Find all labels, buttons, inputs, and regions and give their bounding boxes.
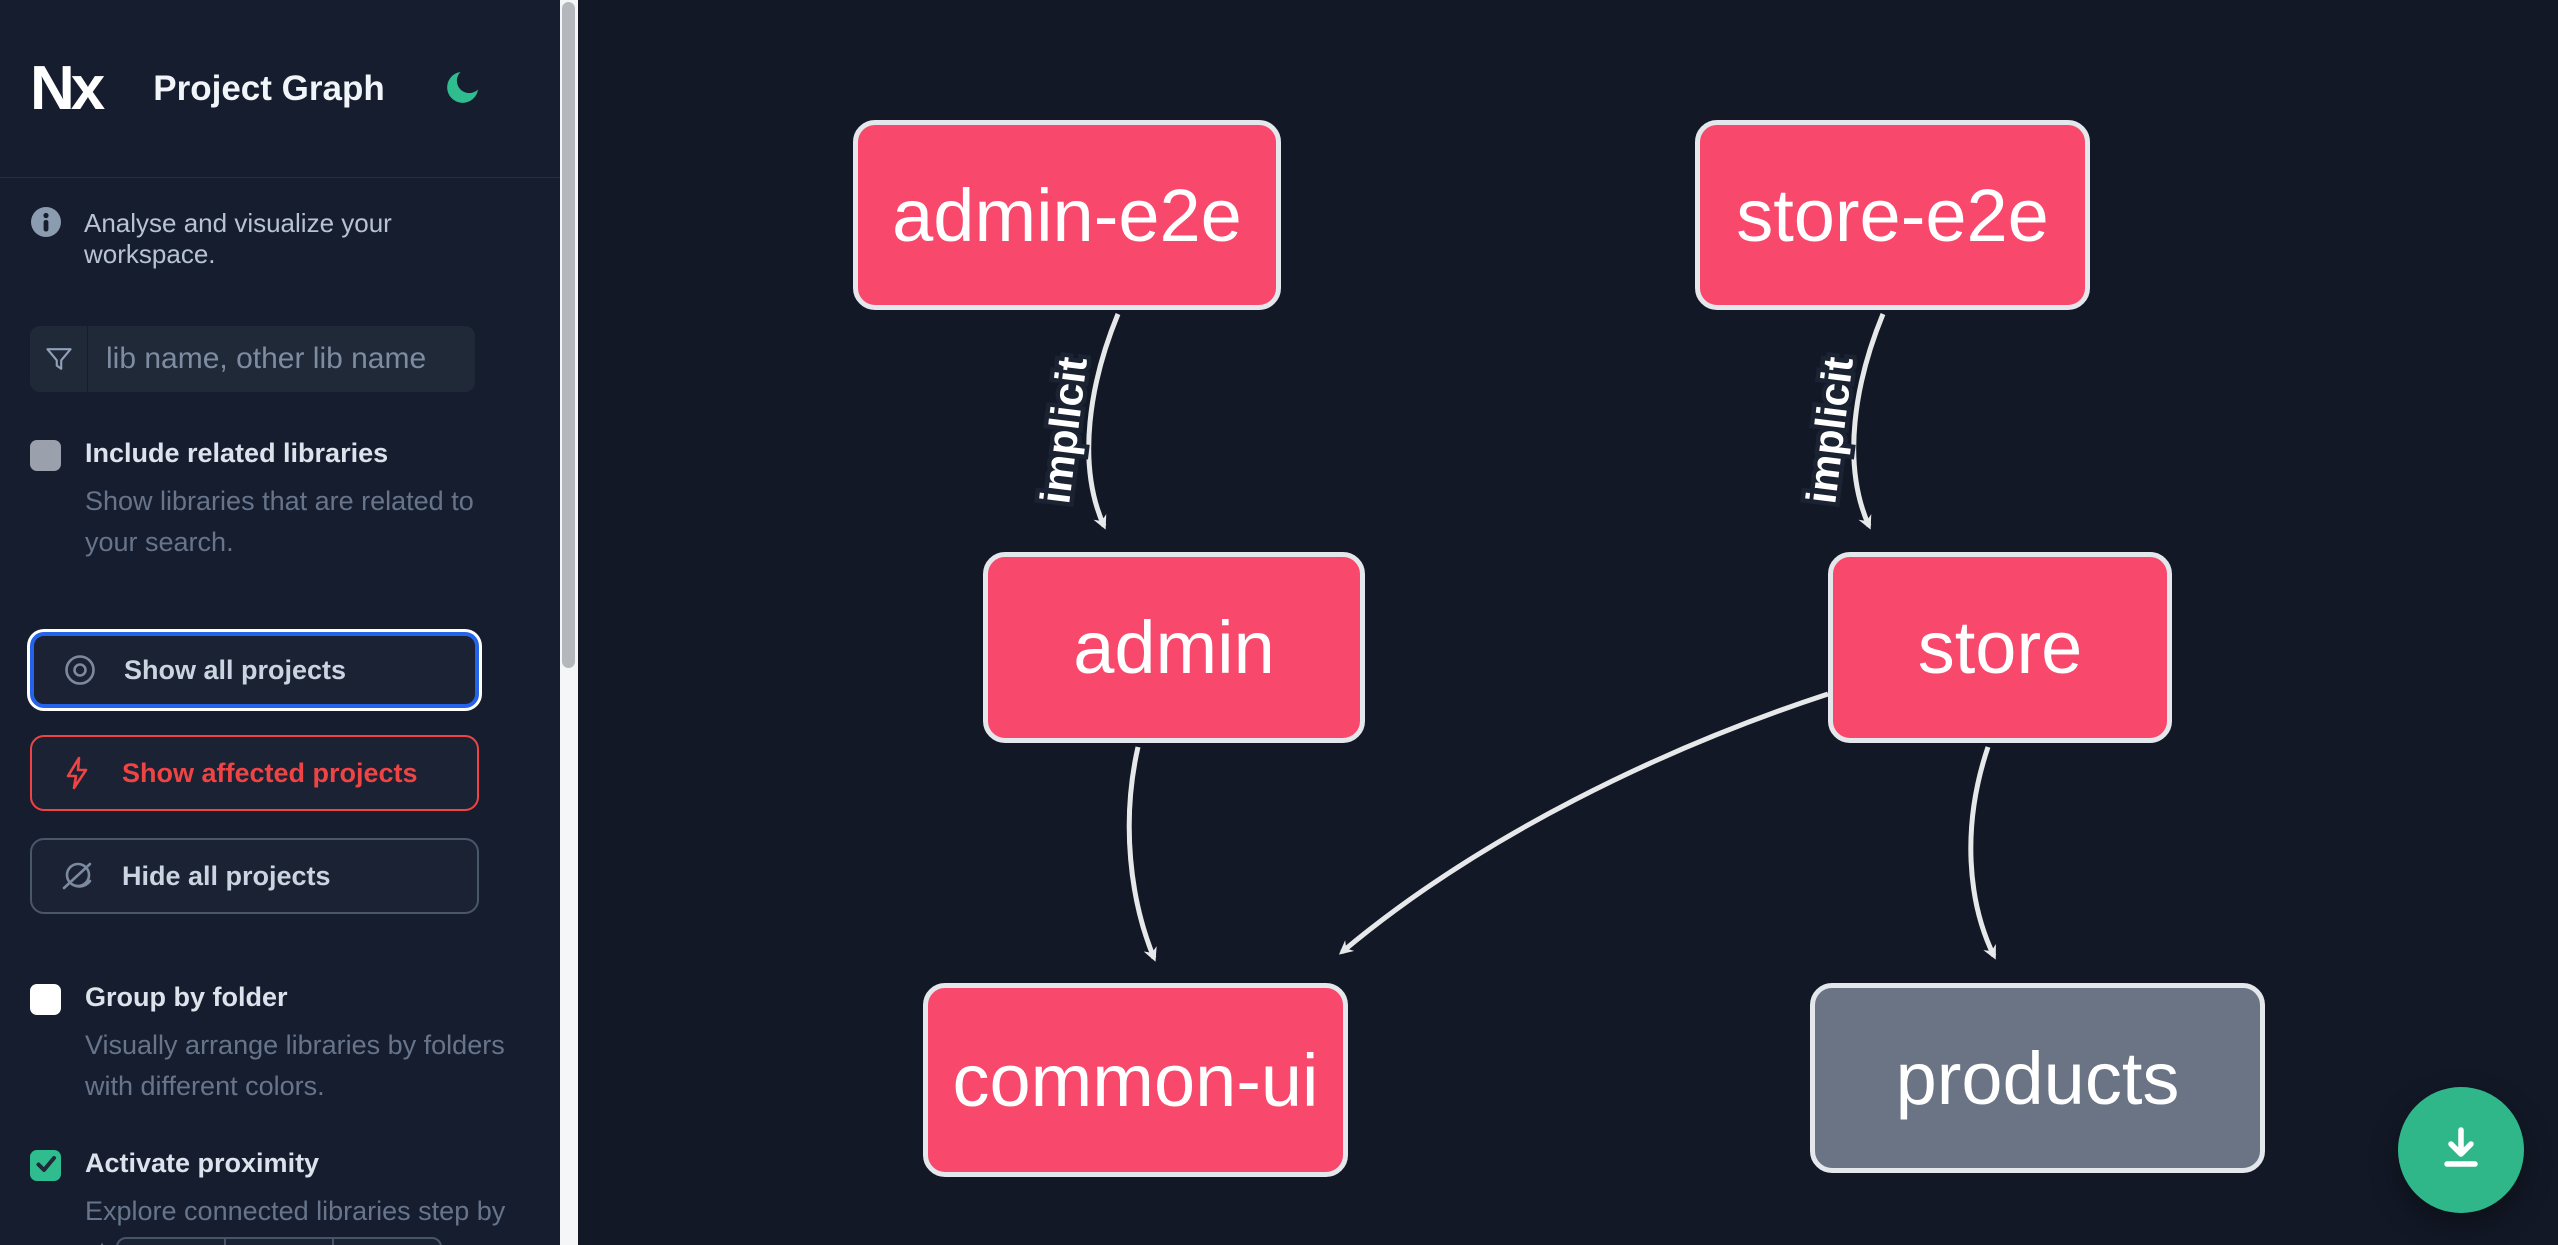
project-node-admin[interactable]: admin [983,552,1365,743]
show-all-projects-label: Show all projects [124,654,347,685]
node-label: admin-e2e [892,173,1242,257]
lightning-bolt-icon [60,755,96,791]
project-node-store-e2e[interactable]: store-e2e [1695,120,2090,310]
sidebar-scrollbar-thumb[interactable] [562,2,575,668]
graph-canvas[interactable]: implicit implicit admin-e2e store-e2e ad… [578,0,2558,1245]
project-actions: Show all projects Show affected projects [0,632,560,915]
edge-label-implicit: implicit [1031,354,1096,506]
project-node-products[interactable]: products [1810,983,2265,1173]
hide-all-projects-label: Hide all projects [122,860,331,891]
edge-admin-e2e-to-admin [1086,313,1121,530]
filter-funnel-icon [30,326,88,392]
group-by-folder-description: Visually arrange libraries by folders wi… [85,1030,505,1101]
nx-logo: Nx [30,53,105,123]
show-affected-projects-button[interactable]: Show affected projects [30,735,479,812]
node-label: common-ui [952,1038,1319,1122]
dependency-edges: implicit implicit [1027,313,1997,962]
checkmark-icon [34,1152,58,1179]
group-by-folder-checkbox[interactable] [30,984,61,1016]
group-by-folder-option: Group by folder Visually arrange librari… [0,980,560,1106]
hide-all-projects-button[interactable]: Hide all projects [30,838,479,915]
edge-store-to-common-ui [1338,691,1829,955]
stepper-segment[interactable] [332,1239,440,1245]
info-icon [30,206,62,243]
search-input[interactable] [88,326,475,392]
show-all-projects-button[interactable]: Show all projects [30,632,479,709]
sidebar-header: Nx Project Graph [0,0,560,178]
include-related-label: Include related libraries [85,438,389,468]
sidebar-scrollbar-track [560,0,578,1245]
download-icon [2432,1120,2490,1181]
activate-proximity-checkbox[interactable] [30,1150,61,1182]
activate-proximity-description: Explore connected libraries step by step… [85,1196,506,1245]
stepper-segment[interactable] [224,1239,332,1245]
project-node-store[interactable]: store [1828,552,2172,743]
show-affected-projects-label: Show affected projects [122,757,418,788]
eye-off-icon [60,858,96,894]
page-title: Project Graph [153,68,385,108]
workspace-tagline-row: Analyse and visualize your workspace. [0,178,560,270]
node-label: store [1917,606,2083,689]
activate-proximity-label: Activate proximity [85,1148,320,1179]
eye-icon [62,652,98,688]
theme-toggle-button[interactable] [443,67,483,110]
proximity-depth-stepper[interactable] [116,1237,442,1245]
activate-proximity-option: Activate proximity Explore connected lib… [0,1146,560,1245]
include-related-description: Show libraries that are related to your … [85,486,474,557]
edge-store-to-products [1968,746,1997,960]
group-by-folder-label: Group by folder [85,982,288,1013]
include-related-option: Include related libraries Show libraries… [0,436,560,562]
edge-store-e2e-to-store [1851,313,1886,530]
stepper-segment[interactable] [118,1239,224,1245]
node-label: store-e2e [1736,173,2049,257]
search-box [30,326,475,392]
sidebar: Nx Project Graph Analyse and visualize y… [0,0,560,1245]
edge-label-implicit: implicit [1797,354,1862,506]
include-related-checkbox[interactable] [30,440,61,471]
node-label: admin [1073,606,1275,689]
download-graph-button[interactable] [2398,1087,2524,1213]
workspace-tagline: Analyse and visualize your workspace. [84,208,392,269]
project-node-common-ui[interactable]: common-ui [923,983,1348,1177]
edge-admin-to-common-ui [1126,746,1157,962]
moon-icon [443,67,483,110]
node-label: products [1895,1036,2180,1120]
project-node-admin-e2e[interactable]: admin-e2e [853,120,1281,310]
